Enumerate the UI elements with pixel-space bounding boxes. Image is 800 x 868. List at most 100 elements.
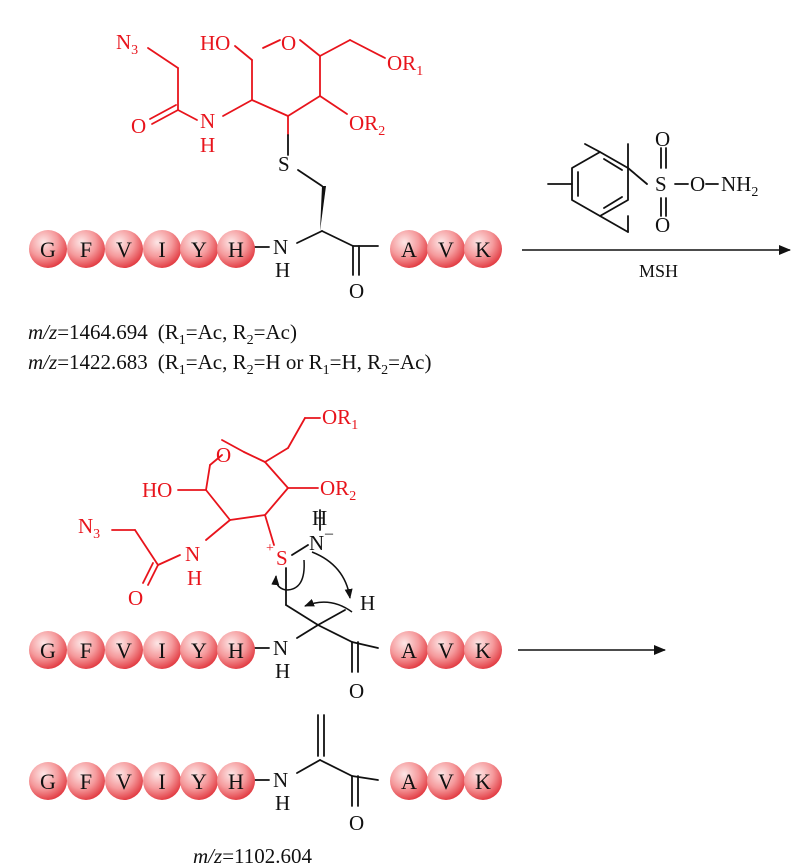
residue-bead-c-2 bbox=[464, 631, 502, 669]
residue-bead-c-1 bbox=[427, 230, 465, 268]
backbone-n-label: N bbox=[273, 235, 288, 259]
mass-line-1-eq: =Ac, R bbox=[186, 320, 247, 344]
msh-sulfur-label: S bbox=[655, 172, 667, 196]
residue-letter-n-3: I bbox=[158, 769, 165, 794]
residue-letter-n-4: Y bbox=[191, 237, 207, 262]
residue-bead-n-3 bbox=[143, 230, 181, 268]
mass-line-2-sub1a: 1 bbox=[179, 363, 186, 378]
residue-bead-n-3 bbox=[143, 762, 181, 800]
residue-bead-n-0 bbox=[29, 230, 67, 268]
residue-letter-n-3: I bbox=[158, 237, 165, 262]
residue-letter-c-1: V bbox=[438, 769, 454, 794]
anion-minus-label: – bbox=[324, 525, 334, 542]
ring-oxygen-label: O bbox=[281, 31, 296, 55]
msh-oxygen-top-label: O bbox=[655, 127, 670, 151]
sulfonium-plus-label: + bbox=[266, 541, 274, 556]
mass-line-2-sub2a: 2 bbox=[247, 363, 254, 378]
dehydroalanine-backbone bbox=[250, 714, 379, 807]
backbone-h-label: H bbox=[275, 258, 290, 282]
amide-n-label: N bbox=[200, 109, 215, 133]
svg-text:OR1: OR1 bbox=[387, 51, 423, 79]
carbonyl-o-label: O bbox=[349, 279, 364, 303]
residue-bead-c-1 bbox=[427, 762, 465, 800]
mass-line-2-end: =Ac) bbox=[388, 350, 431, 374]
or2-subscript-2: 2 bbox=[349, 489, 356, 504]
mass-line-2-eq-b: =H, R bbox=[330, 350, 382, 374]
cysteine-backbone-1 bbox=[250, 169, 379, 276]
mass-line-2-value: =1422.683 bbox=[57, 350, 148, 374]
or1-label: OR bbox=[387, 51, 416, 75]
residue-letter-c-1: V bbox=[438, 638, 454, 663]
mass-line-2: m/z=1422.683(R1=Ac, R2=H or R1=H, R2=Ac) bbox=[28, 350, 431, 378]
residue-bead-n-4 bbox=[180, 762, 218, 800]
mass-line-1-end: =Ac) bbox=[254, 320, 297, 344]
residue-bead-n-2 bbox=[105, 762, 143, 800]
svg-text:N3: N3 bbox=[116, 30, 138, 58]
mass-line-2-sub2b: 2 bbox=[381, 363, 388, 378]
backbone-h-label-2: H bbox=[275, 659, 290, 683]
backbone-n-label-2: N bbox=[273, 636, 288, 660]
mass-line-3-mz: m/z bbox=[193, 844, 222, 868]
residue-letter-n-5: H bbox=[228, 769, 244, 794]
mass-line-2-mz: m/z bbox=[28, 350, 57, 374]
residue-bead-n-5 bbox=[217, 631, 255, 669]
residue-bead-c-2 bbox=[464, 230, 502, 268]
amide-anion-h-label: H bbox=[312, 506, 327, 530]
residue-letter-n-1: F bbox=[80, 638, 92, 663]
amide-o-label-2: O bbox=[128, 586, 143, 610]
residue-bead-n-3 bbox=[143, 631, 181, 669]
svg-text:N3: N3 bbox=[78, 514, 100, 542]
azide-subscript: 3 bbox=[131, 43, 138, 58]
svg-text:OR2: OR2 bbox=[320, 476, 356, 504]
residue-bead-n-1 bbox=[67, 762, 105, 800]
reagent-label: MSH bbox=[639, 261, 678, 281]
residue-bead-n-5 bbox=[217, 230, 255, 268]
mass-line-3: m/z=1102.604 bbox=[193, 844, 313, 868]
residue-letter-n-5: H bbox=[228, 638, 244, 663]
glycopeptide-structure-2: O HO OR1 OR2 N3 N H O + S N – H H N H O bbox=[29, 405, 502, 703]
residue-bead-n-0 bbox=[29, 631, 67, 669]
mass-line-2-sub1b: 1 bbox=[323, 363, 330, 378]
or2-label: OR bbox=[349, 111, 378, 135]
residue-letter-n-0: G bbox=[40, 769, 56, 794]
mass-line-1: m/z=1464.694(R1=Ac, R2=Ac) bbox=[28, 320, 297, 348]
residue-letter-n-2: V bbox=[116, 237, 132, 262]
amide-h-label-2: H bbox=[187, 566, 202, 590]
residue-bead-n-4 bbox=[180, 230, 218, 268]
mass-line-1-paren: (R bbox=[158, 320, 179, 344]
azide-subscript-2: 3 bbox=[93, 527, 100, 542]
amide-o-label: O bbox=[131, 114, 146, 138]
residue-letter-n-2: V bbox=[116, 769, 132, 794]
residue-letter-c-0: A bbox=[401, 769, 417, 794]
mass-line-1-sub2: 2 bbox=[247, 333, 254, 348]
mass-line-1-value: =1464.694 bbox=[57, 320, 148, 344]
residue-letter-c-0: A bbox=[401, 638, 417, 663]
residue-bead-n-2 bbox=[105, 631, 143, 669]
backbone-h-label-3: H bbox=[275, 791, 290, 815]
mass-line-2-paren: (R bbox=[158, 350, 179, 374]
residue-letter-n-2: V bbox=[116, 638, 132, 663]
residue-bead-c-1 bbox=[427, 631, 465, 669]
residue-letter-n-0: G bbox=[40, 237, 56, 262]
sulfonium-s-label: S bbox=[276, 546, 288, 570]
residue-bead-n-1 bbox=[67, 230, 105, 268]
residue-bead-n-0 bbox=[29, 762, 67, 800]
svg-text:OR1: OR1 bbox=[322, 405, 358, 433]
reagent-msh bbox=[547, 143, 719, 233]
residue-bead-n-4 bbox=[180, 631, 218, 669]
mass-line-1-mz: m/z bbox=[28, 320, 57, 344]
residue-letter-c-2: K bbox=[475, 638, 491, 663]
residue-letter-c-1: V bbox=[438, 237, 454, 262]
or1-subscript-2: 1 bbox=[351, 418, 358, 433]
hydroxyl-label: HO bbox=[200, 31, 230, 55]
sugar-ring-1 bbox=[147, 39, 386, 156]
ring-oxygen-label-2: O bbox=[216, 443, 231, 467]
mass-line-2-eq-a: =Ac, R bbox=[186, 350, 247, 374]
or2-label-2: OR bbox=[320, 476, 349, 500]
svg-text:OR2: OR2 bbox=[349, 111, 385, 139]
alpha-h-label: H bbox=[360, 591, 375, 615]
